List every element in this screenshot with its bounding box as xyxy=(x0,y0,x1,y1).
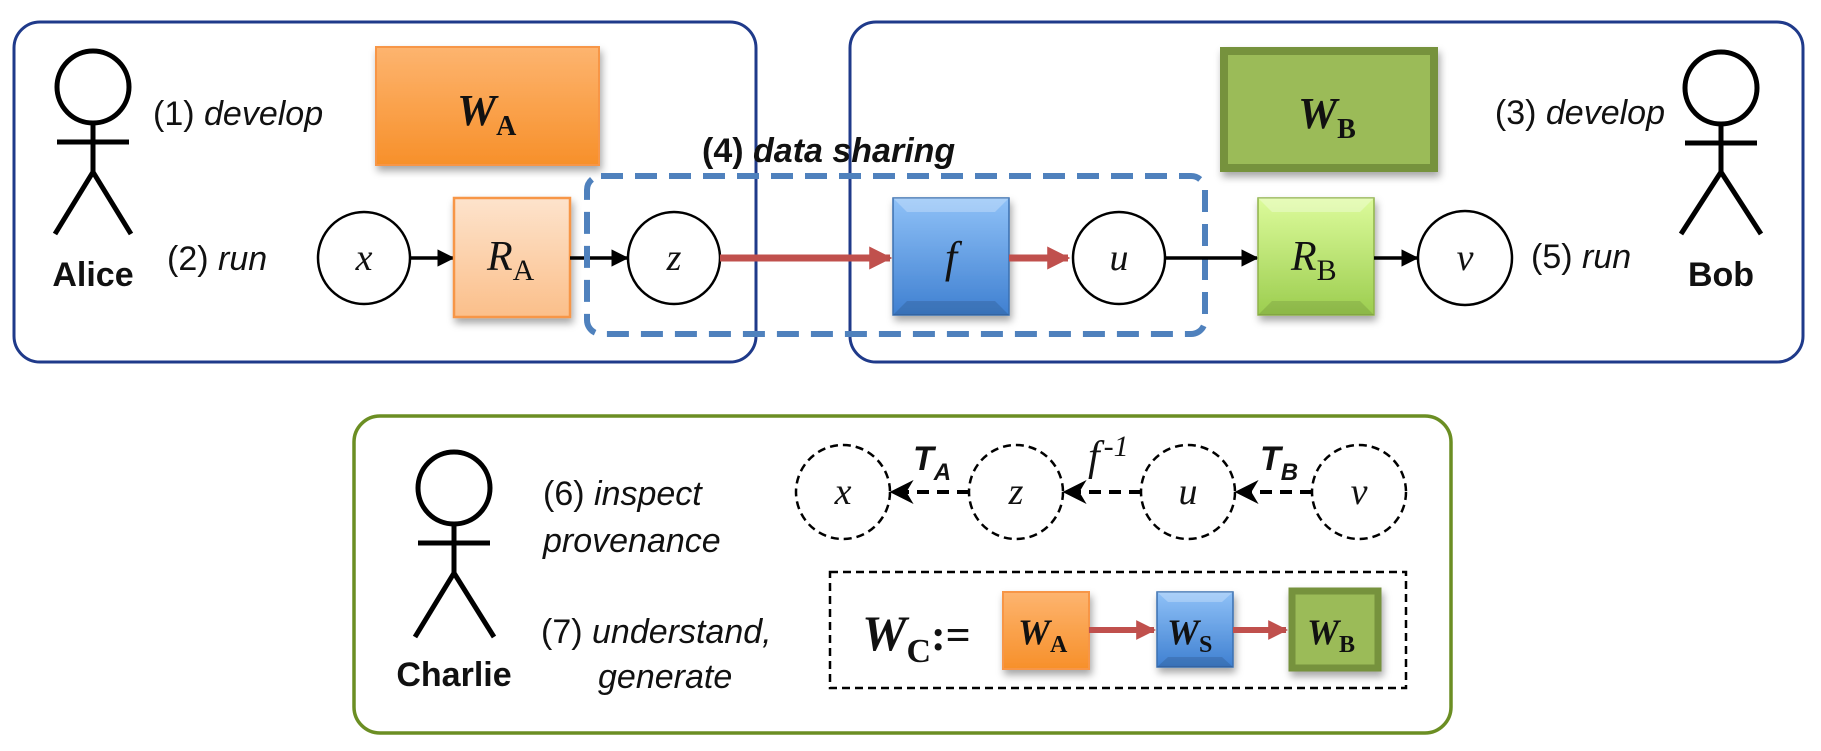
bob-label: Bob xyxy=(1688,256,1754,294)
prov-node-x-label: x xyxy=(834,471,852,513)
alice-label: Alice xyxy=(52,256,133,294)
workflow-wb-box[interactable] xyxy=(1220,47,1438,172)
trace-tb-label: TB xyxy=(1260,440,1298,486)
wc-step-wa-label: WA xyxy=(1018,612,1068,658)
wc-step-ws-box[interactable] xyxy=(1156,591,1234,668)
run-rb-box[interactable] xyxy=(1257,197,1375,316)
run-ra-label: RA xyxy=(486,234,535,287)
node-z-label: z xyxy=(666,237,682,279)
data-sharing-region xyxy=(584,173,1208,337)
f-inverse-label: f-1 xyxy=(1088,430,1129,480)
step-3-label: (3) develop xyxy=(1495,94,1665,132)
prov-node-u-label: u xyxy=(1179,471,1198,513)
charlie-label: Charlie xyxy=(396,656,511,694)
wc-step-wb-box[interactable] xyxy=(1288,587,1382,672)
charlie-figure-icon xyxy=(412,449,497,639)
step-7-label-line2: generate xyxy=(598,658,732,696)
charlie-frame xyxy=(352,414,1453,735)
run-ra-box[interactable] xyxy=(452,196,572,319)
step-1-label: (1) develop xyxy=(153,95,323,133)
step-5-label: (5) run xyxy=(1531,238,1631,276)
step-6-label-line2: provenance xyxy=(542,522,721,560)
node-x-label: x xyxy=(355,237,373,279)
wc-step-wb-label: WB xyxy=(1307,612,1355,658)
bob-figure-icon xyxy=(1678,49,1764,236)
wc-step-ws-label: WS xyxy=(1167,612,1212,658)
function-f-box[interactable] xyxy=(892,197,1010,316)
node-u-label: u xyxy=(1110,237,1129,279)
step-4-label: (4) data sharing xyxy=(702,132,955,170)
prov-node-v-label: v xyxy=(1351,471,1368,513)
generated-workflow-region xyxy=(828,570,1408,690)
run-rb-label: RB xyxy=(1290,234,1337,287)
bob-frame xyxy=(848,20,1805,364)
alice-frame xyxy=(12,20,758,364)
workflow-wb-label: WB xyxy=(1298,89,1356,145)
step-6-label-line1: (6) inspect xyxy=(543,475,703,513)
alice-figure-icon xyxy=(52,48,134,236)
node-v-label: v xyxy=(1457,237,1474,279)
workflow-wa-box[interactable] xyxy=(375,46,600,166)
step-7-label-line1: (7) understand, xyxy=(541,613,772,651)
wc-step-wa-box[interactable] xyxy=(1002,591,1090,670)
step-2-label: (2) run xyxy=(167,240,267,278)
node-v[interactable] xyxy=(1416,209,1514,307)
prov-node-z-label: z xyxy=(1008,471,1024,513)
workflow-wc-label: WC:= xyxy=(862,605,971,670)
workflow-wa-label: WA xyxy=(457,86,517,142)
trace-ta-label: TA xyxy=(913,440,951,486)
